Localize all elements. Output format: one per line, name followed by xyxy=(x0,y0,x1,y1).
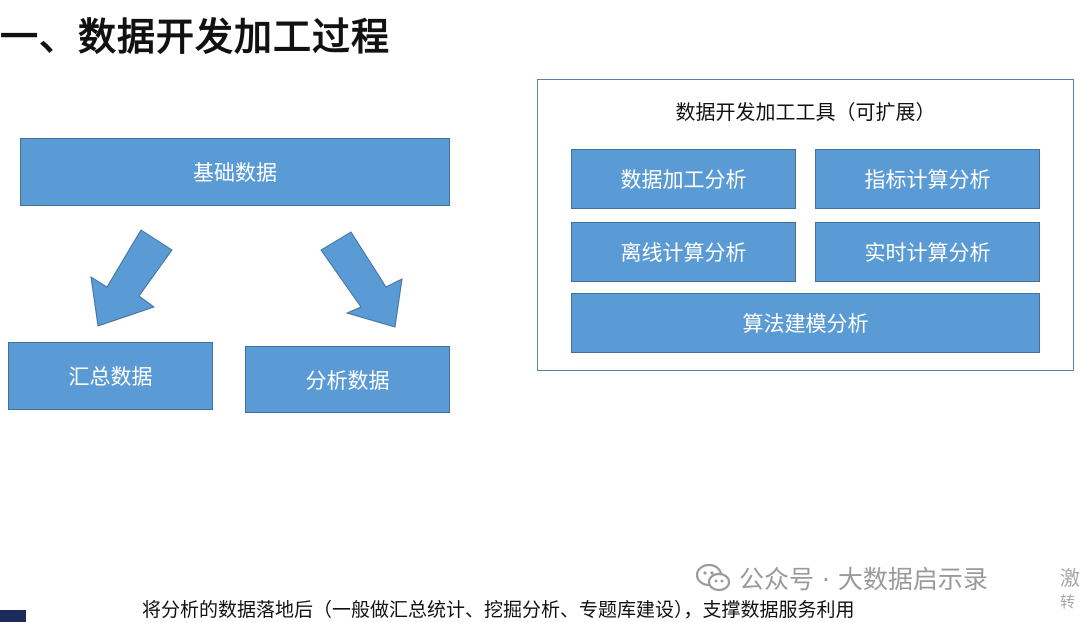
tool-label: 实时计算分析 xyxy=(864,241,991,265)
tool-label: 离线计算分析 xyxy=(620,241,747,265)
arrow-to-analysis xyxy=(320,231,403,328)
base-data-box: 基础数据 xyxy=(20,138,450,206)
summary-data-label: 汇总数据 xyxy=(68,365,153,389)
tool-label: 算法建模分析 xyxy=(742,312,869,336)
watermark-text: 公众号 · 大数据启示录 xyxy=(739,565,988,594)
tool-label: 数据加工分析 xyxy=(620,168,747,192)
base-data-label: 基础数据 xyxy=(193,161,277,185)
page-title: 一、数据开发加工过程 xyxy=(0,15,391,59)
tool-realtime-calculation: 实时计算分析 xyxy=(815,222,1040,282)
watermark: 公众号 · 大数据启示录 xyxy=(695,560,988,596)
tool-metric-calculation: 指标计算分析 xyxy=(815,149,1040,209)
tool-label: 指标计算分析 xyxy=(864,168,991,192)
watermark-edge: 激 转 xyxy=(1060,566,1080,611)
analysis-data-box: 分析数据 xyxy=(245,346,450,413)
caption: 将分析的数据落地后（一般做汇总统计、挖掘分析、专题库建设），支撑数据服务利用 xyxy=(142,599,855,621)
wechat-icon xyxy=(695,563,731,592)
tools-title: 数据开发加工工具（可扩展） xyxy=(675,100,936,124)
flow-arrows xyxy=(90,229,403,328)
arrow-to-summary xyxy=(90,229,173,327)
tool-data-processing: 数据加工分析 xyxy=(571,149,796,209)
summary-data-box: 汇总数据 xyxy=(8,342,213,410)
tool-offline-calculation: 离线计算分析 xyxy=(571,222,796,282)
tool-algorithm-modeling: 算法建模分析 xyxy=(571,293,1040,353)
corner-mark xyxy=(0,610,26,622)
analysis-data-label: 分析数据 xyxy=(305,368,390,393)
